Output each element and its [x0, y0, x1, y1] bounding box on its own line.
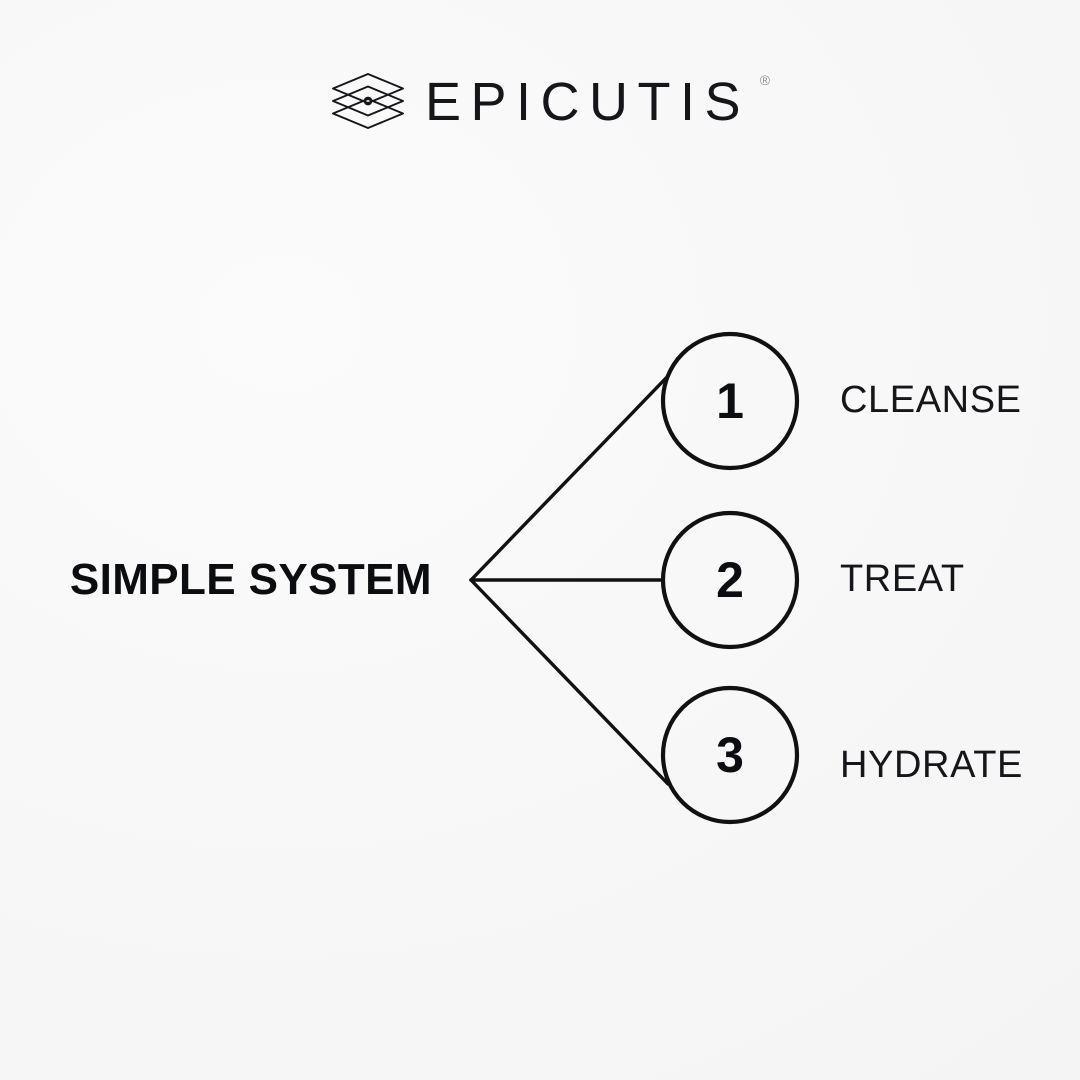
brand-wordmark: EPICUTIS ® — [424, 72, 770, 132]
connector-line-step-1 — [469, 374, 670, 582]
brand-lockup: EPICUTIS ® — [0, 63, 1080, 141]
root-label: SIMPLE SYSTEM — [69, 555, 432, 604]
connector-lines — [469, 374, 670, 786]
node-label-step-2: TREAT — [840, 558, 965, 600]
node-circle-step-1[interactable] — [660, 331, 800, 471]
registered-trademark-icon: ® — [759, 72, 771, 88]
node-label-step-1: CLEANSE — [840, 379, 1022, 421]
connector-line-step-3 — [469, 578, 670, 786]
stacked-layers-diamond-icon — [332, 73, 404, 129]
node-circles — [660, 331, 800, 825]
node-circle-step-2[interactable] — [660, 510, 800, 650]
node-number-step-2: 2 — [716, 552, 744, 608]
node-number-step-1: 1 — [716, 373, 744, 429]
node-label-step-3: HYDRATE — [840, 744, 1023, 786]
node-number-step-3: 3 — [716, 727, 744, 783]
brand-wordmark-text: EPICUTIS — [424, 72, 751, 132]
node-circle-step-3[interactable] — [660, 685, 800, 825]
